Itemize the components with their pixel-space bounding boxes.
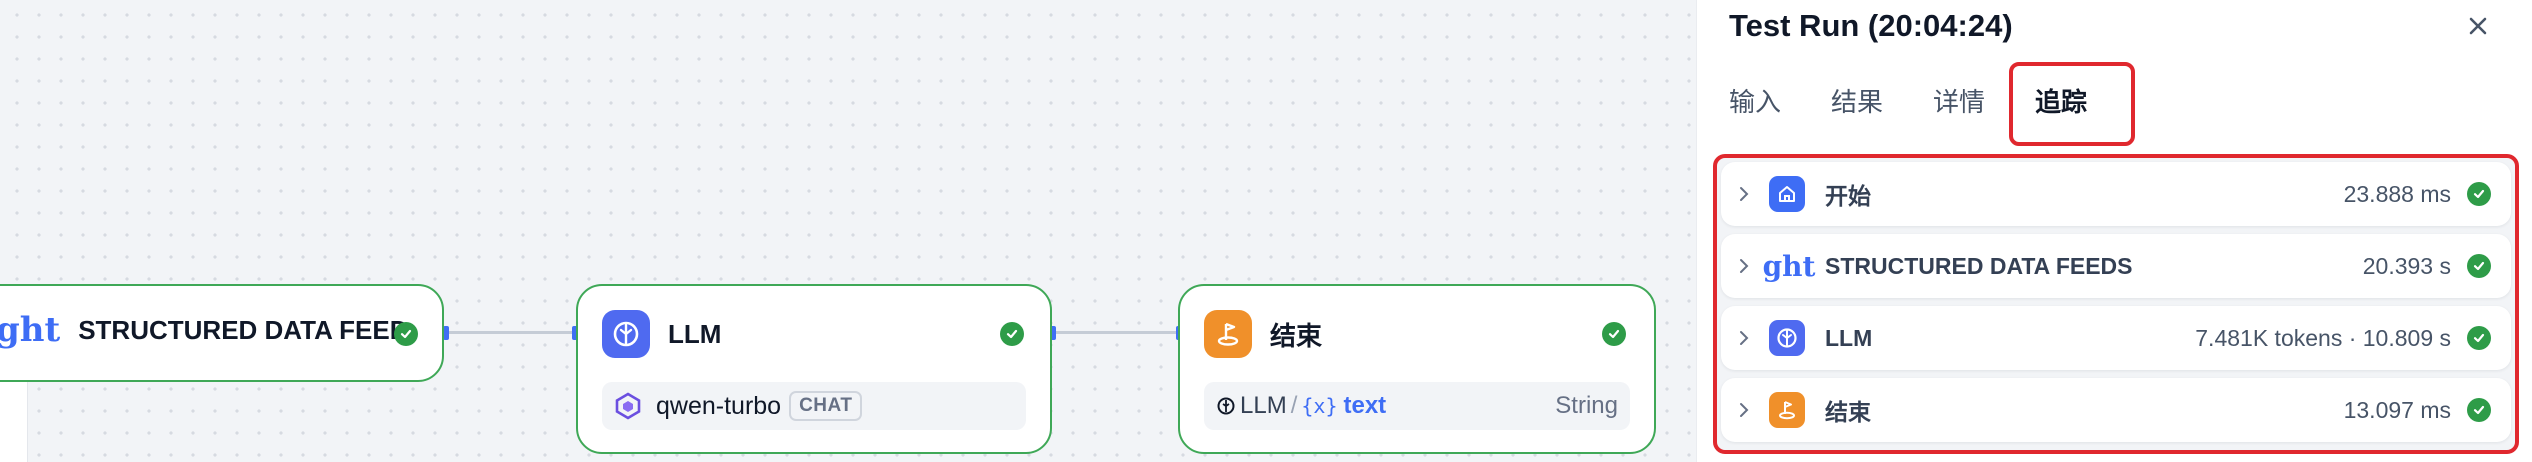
variable-icon: {x} [1301, 394, 1338, 418]
ght-logo-icon: ght [0, 310, 61, 350]
llm-small-icon [1216, 394, 1240, 418]
node-llm[interactable]: LLM qwen-turbo CHAT [576, 284, 1052, 454]
end-icon [1204, 310, 1252, 358]
success-check-icon [1602, 322, 1626, 346]
workflow-canvas[interactable]: ght STRUCTURED DATA FEEDS LLM qwen-turbo… [0, 0, 1696, 462]
success-check-icon [2467, 182, 2491, 206]
home-icon [1769, 176, 1805, 212]
node-title: 结束 [1270, 320, 1323, 351]
model-row[interactable]: qwen-turbo CHAT [602, 382, 1026, 430]
close-icon[interactable] [2462, 10, 2494, 42]
tab-trace[interactable]: 追踪 [2035, 87, 2088, 117]
canvas-side-toolbar [0, 370, 28, 462]
tab-input[interactable]: 输入 [1729, 87, 1782, 117]
model-mode-badge: CHAT [789, 391, 863, 421]
trace-label: LLM [1825, 324, 1873, 351]
chevron-right-icon[interactable] [1729, 251, 1759, 281]
ght-logo-icon: ght [1763, 248, 1816, 284]
trace-row-llm[interactable]: LLM 7.481K tokens · 10.809 s [1721, 306, 2511, 370]
qwen-model-icon [612, 390, 644, 422]
edge-llm-end [1052, 331, 1178, 334]
trace-duration: 23.888 ms [2343, 180, 2451, 207]
chevron-right-icon[interactable] [1729, 323, 1759, 353]
trace-label: STRUCTURED DATA FEEDS [1825, 252, 2133, 279]
success-check-icon [2467, 326, 2491, 350]
trace-row-structured-data-feeds[interactable]: ght STRUCTURED DATA FEEDS 20.393 s [1721, 234, 2511, 298]
variable-separator: / [1290, 392, 1298, 419]
variable-name: text [1343, 392, 1387, 419]
trace-row-start[interactable]: 开始 23.888 ms [1721, 162, 2511, 226]
node-title: STRUCTURED DATA FEEDS [78, 314, 409, 345]
success-check-icon [1000, 322, 1024, 346]
llm-icon [602, 310, 650, 358]
panel-tabs: 输入 结果 详情 追踪 [1729, 82, 2137, 119]
variable-type: String [1555, 392, 1618, 419]
test-run-panel: Test Run (20:04:24) 输入 结果 详情 追踪 开始 23.88… [1696, 0, 2532, 462]
llm-icon [1769, 320, 1805, 356]
trace-tokens-duration: 7.481K tokens · 10.809 s [2195, 324, 2451, 351]
variable-source: LLM [1240, 392, 1287, 419]
ght-logo-text: ght [1762, 249, 1816, 283]
input-port[interactable] [572, 326, 578, 340]
tab-result[interactable]: 结果 [1831, 87, 1884, 117]
end-icon [1769, 392, 1805, 428]
node-end[interactable]: 结束 LLM / {x} text String [1178, 284, 1656, 454]
success-check-icon [2467, 254, 2491, 278]
output-port[interactable] [443, 326, 449, 340]
tab-detail[interactable]: 详情 [1933, 87, 1986, 117]
chevron-right-icon[interactable] [1729, 179, 1759, 209]
node-title: LLM [668, 318, 722, 349]
chevron-right-icon[interactable] [1729, 395, 1759, 425]
node-structured-data-feeds[interactable]: ght STRUCTURED DATA FEEDS [0, 284, 444, 382]
trace-duration: 13.097 ms [2343, 396, 2451, 423]
tab-highlight-box [2009, 62, 2135, 146]
trace-duration: 20.393 s [2362, 252, 2451, 279]
output-port[interactable] [1050, 326, 1056, 340]
model-name: qwen-turbo [656, 391, 782, 420]
trace-label: 结束 [1825, 399, 1871, 425]
output-variable-row[interactable]: LLM / {x} text String [1204, 382, 1630, 430]
success-check-icon [2467, 398, 2491, 422]
trace-row-end[interactable]: 结束 13.097 ms [1721, 378, 2511, 442]
panel-title: Test Run (20:04:24) [1729, 8, 2013, 43]
trace-label: 开始 [1825, 183, 1871, 209]
edge-feeds-llm [446, 331, 576, 334]
trace-highlight-box [1713, 154, 2519, 454]
success-check-icon [394, 322, 418, 346]
